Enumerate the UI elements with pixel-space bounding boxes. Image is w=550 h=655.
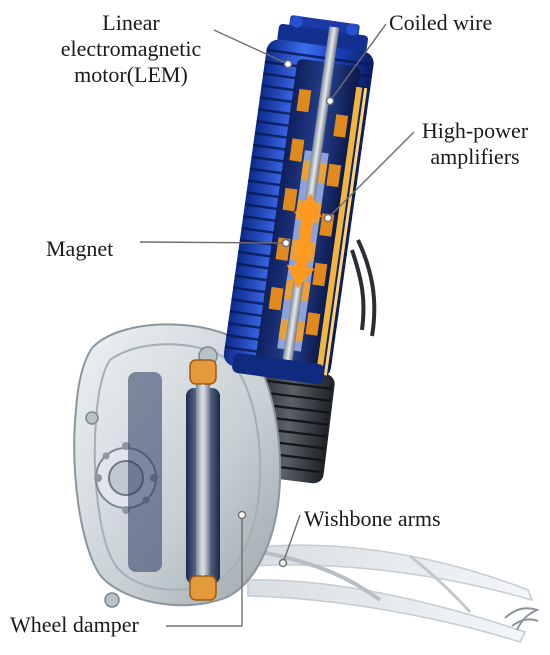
- label-high-power-amplifiers: High-power amplifiers: [410, 118, 540, 170]
- label-lem-line-2: electromagnetic: [60, 36, 202, 61]
- label-amp-line-1: High-power: [421, 118, 529, 143]
- top-mount: [277, 15, 368, 54]
- label-magnet: Magnet: [46, 236, 114, 261]
- label-amp-line-2: amplifiers: [430, 144, 520, 169]
- wheel-damper: [128, 359, 220, 601]
- label-linear-electromagnetic-motor: Linear electromagnetic motor(LEM): [52, 10, 210, 88]
- motion-arrow-icon: [286, 193, 322, 289]
- leader-lines: [139, 23, 415, 627]
- label-wheel-damper: Wheel damper: [10, 612, 139, 637]
- cables: [350, 239, 377, 337]
- coil-windings: [268, 88, 349, 336]
- wishbone-arms: [247, 544, 540, 643]
- label-wishbone-arms: Wishbone arms: [304, 506, 441, 531]
- label-lem-line-3: motor(LEM): [74, 62, 188, 87]
- linear-electromagnetic-motor: [223, 15, 374, 385]
- label-coiled-wire: Coiled wire: [389, 10, 493, 35]
- label-lem-line-1: Linear: [102, 10, 160, 35]
